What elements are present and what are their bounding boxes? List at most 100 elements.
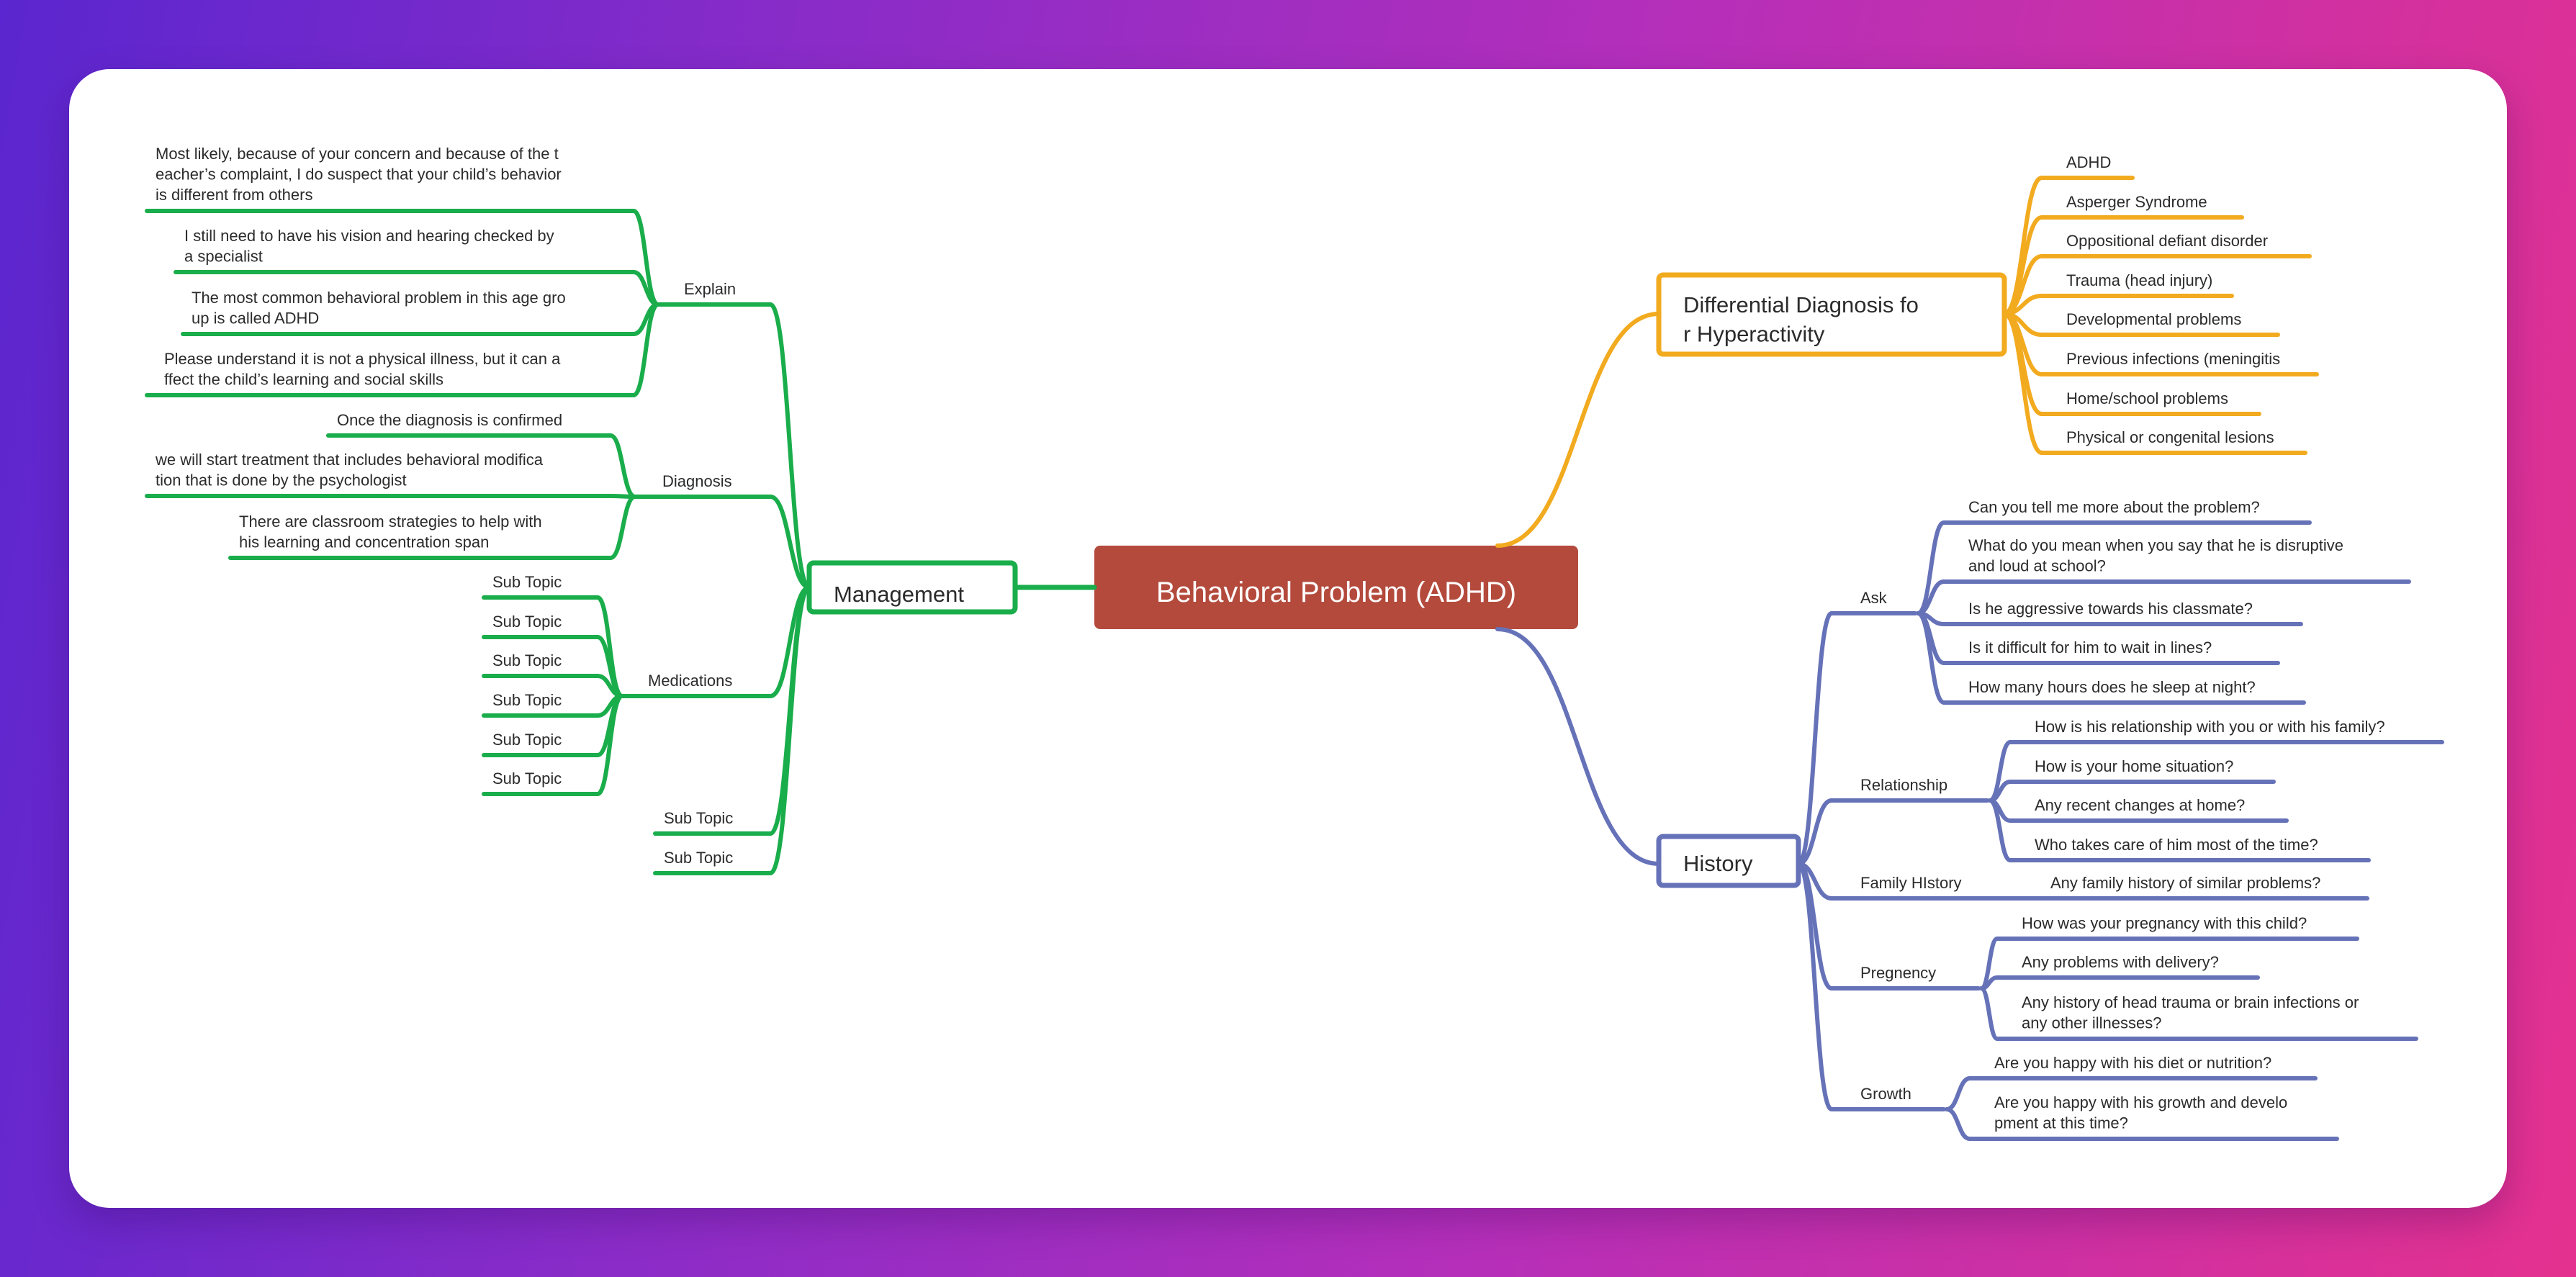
connector-line	[608, 433, 637, 499]
differential-item[interactable]: Oppositional defiant disorder	[2066, 232, 2268, 250]
history-question[interactable]: Any problems with delivery?	[2022, 953, 2219, 971]
management-item-line: Sub Topic	[492, 731, 562, 749]
history-question-line: Are you happy with his diet or nutrition…	[1994, 1054, 2271, 1072]
management-item[interactable]: There are classroom strategies to help w…	[239, 513, 542, 551]
management-item-line: up is called ADHD	[192, 310, 319, 328]
management-item-line: Please understand it is not a physical i…	[164, 350, 561, 368]
management-group-label[interactable]: Diagnosis	[662, 472, 732, 490]
connector-line	[1916, 611, 1946, 705]
history-question[interactable]: What do you mean when you say that he is…	[1968, 536, 2343, 575]
history-question[interactable]: Is it difficult for him to wait in lines…	[1968, 638, 2212, 656]
history-group-label[interactable]: Growth	[1860, 1085, 1911, 1103]
management-item[interactable]: we will start treatment that includes be…	[155, 451, 544, 489]
management-group-label[interactable]: Sub Topic	[664, 849, 733, 867]
differential-item-line: Developmental problems	[2066, 310, 2241, 328]
central-topic[interactable]: Behavioral Problem (ADHD)	[1094, 546, 1578, 629]
history-question-line: Any history of head trauma or brain infe…	[2022, 993, 2359, 1011]
history-question[interactable]: Are you happy with his growth and develo…	[1994, 1093, 2287, 1132]
history-node[interactable]	[1656, 834, 1801, 888]
differential-item-line: Oppositional defiant disorder	[2066, 232, 2268, 250]
central-topic-box	[1094, 546, 1578, 629]
history-question[interactable]: Is he aggressive towards his classmate?	[1968, 600, 2253, 618]
management-item-line: is different from others	[156, 186, 312, 204]
differential-item[interactable]: Trauma (head injury)	[2066, 271, 2212, 289]
management-group-label[interactable]: Sub Topic	[664, 809, 733, 827]
management-item-line: his learning and concentration span	[239, 533, 489, 551]
management-item-line: eacher’s complaint, I do suspect that yo…	[156, 166, 562, 184]
management-item-line: Sub Topic	[492, 573, 562, 591]
management-item[interactable]: Most likely, because of your concern and…	[156, 145, 562, 204]
management-group-label[interactable]: Medications	[648, 672, 732, 690]
management-item-line: tion that is done by the psychologist	[156, 471, 407, 489]
management-item-line: Sub Topic	[492, 770, 562, 788]
management-item-line: Most likely, because of your concern and…	[156, 145, 559, 163]
connector-line	[2002, 176, 2044, 316]
history-question-line: How is your home situation?	[2035, 757, 2233, 775]
history-question-line: any other illnesses?	[2022, 1014, 2161, 1032]
management-item[interactable]: Sub Topic	[492, 731, 562, 749]
differential-item-line: ADHD	[2066, 153, 2111, 171]
management-item[interactable]: Once the diagnosis is confirmed	[337, 411, 562, 429]
differential-item[interactable]: Physical or congenital lesions	[2066, 428, 2274, 446]
management-item[interactable]: I still need to have his vision and hear…	[184, 227, 554, 266]
connector-line	[595, 694, 624, 796]
history-group-label[interactable]: Pregnency	[1860, 964, 1936, 982]
differential-item[interactable]: Developmental problems	[2066, 310, 2241, 328]
management-item[interactable]: Sub Topic	[492, 613, 562, 631]
canvas-card	[69, 69, 2507, 1208]
connector-line	[1979, 986, 1999, 1041]
differential-diagnosis-title-line: r Hyperactivity	[1683, 321, 1825, 346]
history-question[interactable]: Any history of head trauma or brain infe…	[2022, 993, 2359, 1032]
management-item[interactable]: Sub Topic	[492, 691, 562, 709]
history-question-line: and loud at school?	[1968, 557, 2106, 575]
differential-item-line: Trauma (head injury)	[2066, 271, 2212, 289]
differential-item[interactable]: Previous infections (meningitis	[2066, 350, 2280, 368]
differential-item[interactable]: Home/school problems	[2066, 389, 2228, 407]
differential-item[interactable]: ADHD	[2066, 153, 2111, 171]
management-item[interactable]: Sub Topic	[492, 770, 562, 788]
history-question[interactable]: How is his relationship with you or with…	[2035, 718, 2385, 736]
history-question[interactable]: How many hours does he sleep at night?	[1968, 678, 2256, 696]
connector-line	[1945, 1107, 1972, 1141]
management-item-line: we will start treatment that includes be…	[155, 451, 544, 469]
connector-line	[595, 674, 624, 698]
differential-diagnosis-title-line: Differential Diagnosis fo	[1683, 292, 1919, 317]
history-question-line: Is he aggressive towards his classmate?	[1968, 600, 2253, 618]
management-item-line: Sub Topic	[492, 613, 562, 631]
history-question-line: Any problems with delivery?	[2022, 953, 2219, 971]
history-group-label[interactable]: Relationship	[1860, 776, 1947, 794]
connector-line	[1988, 798, 2012, 862]
management-item-line: The most common behavioral problem in th…	[192, 289, 566, 307]
management-item[interactable]: Please understand it is not a physical i…	[164, 350, 561, 389]
connector-line	[2002, 312, 2044, 455]
history-title: History	[1683, 851, 1753, 876]
management-group-label[interactable]: Explain	[684, 280, 736, 298]
management-item[interactable]: The most common behavioral problem in th…	[192, 289, 566, 328]
history-question[interactable]: Any family history of similar problems?	[2050, 874, 2320, 892]
connector-line	[1988, 780, 2012, 803]
history-question-line: How is his relationship with you or with…	[2035, 718, 2385, 736]
connector-line	[1945, 1076, 1972, 1111]
history-question[interactable]: How was your pregnancy with this child?	[2022, 914, 2307, 932]
history-question[interactable]: Can you tell me more about the problem?	[1968, 498, 2260, 516]
differential-item[interactable]: Asperger Syndrome	[2066, 193, 2207, 211]
connector-line	[1796, 862, 1834, 1111]
differential-diagnosis-title[interactable]: Differential Diagnosis fo r Hyperactivity	[1683, 292, 1919, 346]
history-question[interactable]: Who takes care of him most of the time?	[2035, 836, 2318, 854]
management-item[interactable]: Sub Topic	[492, 651, 562, 669]
history-group-label[interactable]: Ask	[1860, 589, 1888, 607]
history-group-label[interactable]: Family HIstory	[1860, 874, 1962, 892]
differential-item-line: Previous infections (meningitis	[2066, 350, 2280, 368]
management-item-line: I still need to have his vision and hear…	[184, 227, 554, 245]
history-question[interactable]: How is your home situation?	[2035, 757, 2233, 775]
management-item[interactable]: Sub Topic	[492, 573, 562, 591]
history-question-line: pment at this time?	[1994, 1114, 2128, 1132]
connector-line	[768, 495, 811, 590]
connector-line	[768, 585, 811, 875]
history-question-line: How was your pregnancy with this child?	[2022, 914, 2307, 932]
central-topic-label: Behavioral Problem (ADHD)	[1156, 577, 1516, 608]
history-question[interactable]: Any recent changes at home?	[2035, 796, 2245, 814]
connector-line	[608, 495, 637, 560]
history-question[interactable]: Are you happy with his diet or nutrition…	[1994, 1054, 2271, 1072]
management-item-line: ffect the child’s learning and social sk…	[164, 371, 443, 389]
